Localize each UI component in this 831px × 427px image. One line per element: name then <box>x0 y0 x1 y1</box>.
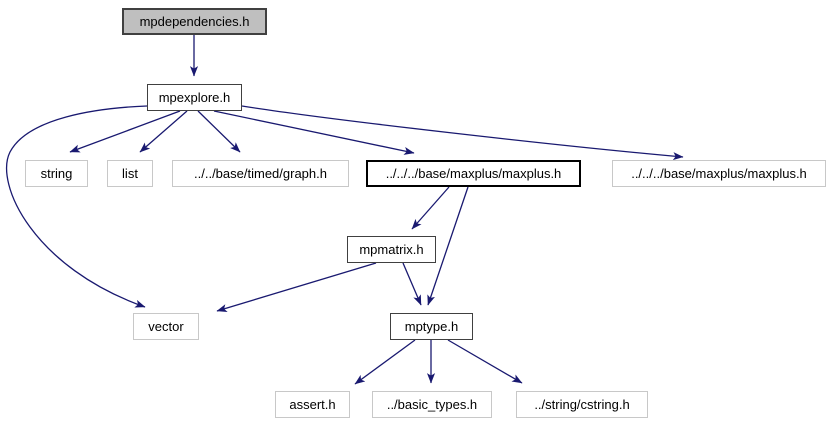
node-cstring[interactable]: ../string/cstring.h <box>516 391 648 418</box>
node-label-mpdependencies: mpdependencies.h <box>139 14 250 29</box>
edge-mptype-to-assert <box>354 339 416 385</box>
node-label-basic_types: ../basic_types.h <box>386 397 478 412</box>
node-label-maxplus_bold: ../../../base/maxplus/maxplus.h <box>385 166 562 181</box>
node-assert[interactable]: assert.h <box>275 391 350 418</box>
edge-mpexplore-to-vector <box>6 105 148 308</box>
edge-mptype-to-cstring <box>447 339 523 384</box>
node-list[interactable]: list <box>107 160 153 187</box>
node-label-list: list <box>122 166 138 181</box>
node-label-assert: assert.h <box>289 397 336 412</box>
edges-group <box>6 35 684 385</box>
node-label-string: string <box>40 166 73 181</box>
node-label-mpmatrix: mpmatrix.h <box>359 242 424 257</box>
node-graph[interactable]: ../../base/timed/graph.h <box>172 160 349 187</box>
node-maxplus_plain[interactable]: ../../../base/maxplus/maxplus.h <box>612 160 826 187</box>
node-label-mpexplore: mpexplore.h <box>158 90 231 105</box>
node-maxplus_bold[interactable]: ../../../base/maxplus/maxplus.h <box>366 160 581 187</box>
node-basic_types[interactable]: ../basic_types.h <box>372 391 492 418</box>
edge-mpexplore-to-graph <box>197 110 241 153</box>
edge-mpmatrix-to-vector <box>216 262 377 313</box>
edge-mpexplore-to-string <box>69 110 181 153</box>
node-mpexplore[interactable]: mpexplore.h <box>147 84 242 111</box>
edge-mpexplore-to-list <box>139 110 188 153</box>
node-mptype[interactable]: mptype.h <box>390 313 473 340</box>
node-label-vector: vector <box>148 319 184 334</box>
node-vector[interactable]: vector <box>133 313 199 340</box>
node-string[interactable]: string <box>25 160 88 187</box>
edge-mpmatrix-to-mptype <box>402 262 422 306</box>
node-mpdependencies[interactable]: mpdependencies.h <box>122 8 267 35</box>
node-mpmatrix[interactable]: mpmatrix.h <box>347 236 436 263</box>
edge-maxplus_bold-to-mpmatrix <box>411 186 450 230</box>
node-label-mptype: mptype.h <box>404 319 459 334</box>
node-label-graph: ../../base/timed/graph.h <box>194 166 327 181</box>
edge-mpexplore-to-maxplus_bold <box>213 110 415 155</box>
edge-mpexplore-to-maxplus_plain <box>241 105 684 161</box>
node-label-maxplus_plain: ../../../base/maxplus/maxplus.h <box>631 166 807 181</box>
edge-maxplus_bold-to-mptype <box>427 186 469 306</box>
node-label-cstring: ../string/cstring.h <box>534 397 630 412</box>
